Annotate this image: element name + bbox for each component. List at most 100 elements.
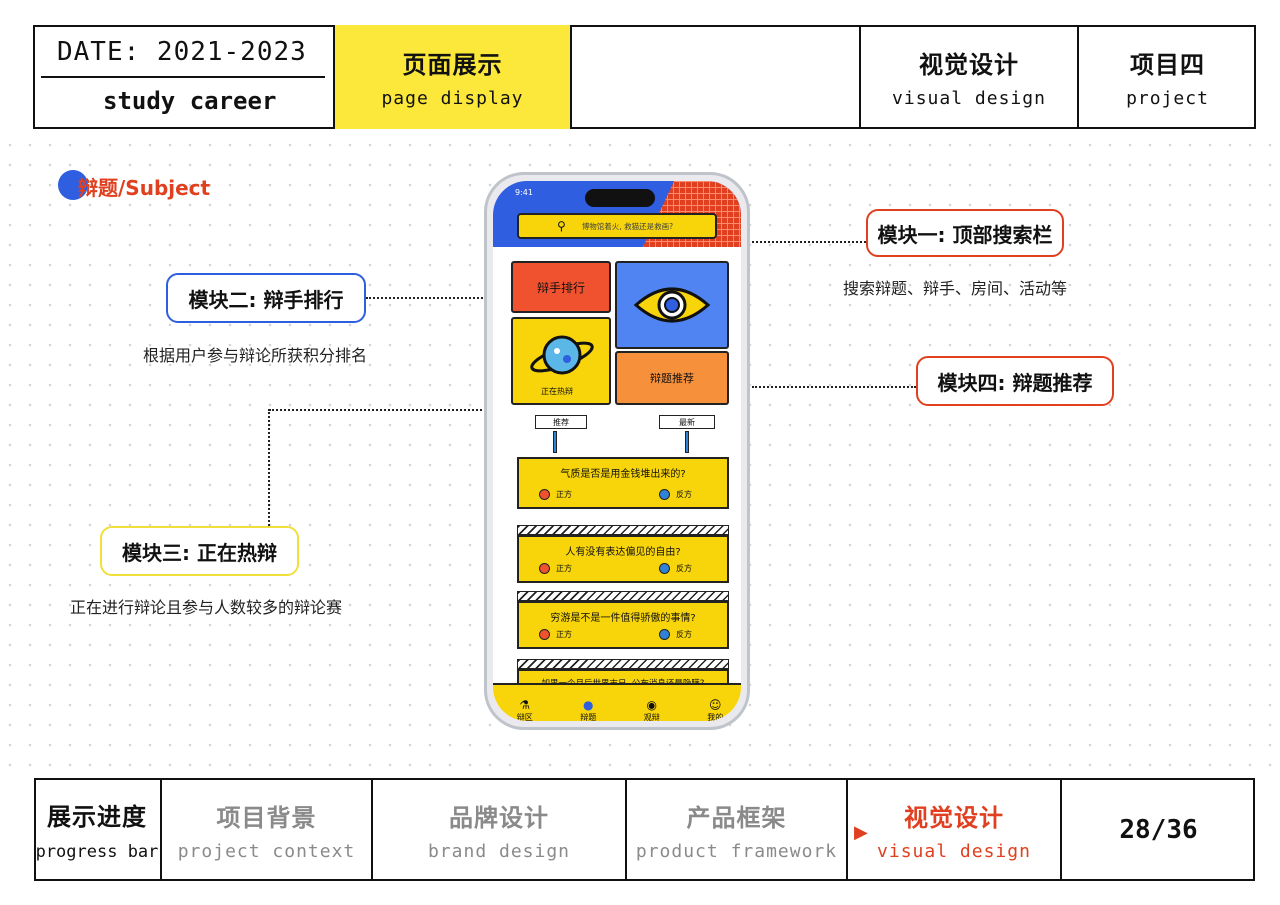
- footer-progress-cell: 展示进度 progress bar: [34, 778, 162, 881]
- nav-label: 辩区: [516, 713, 533, 721]
- step-en: visual design: [877, 840, 1031, 862]
- question-con: 反方: [659, 489, 692, 500]
- nav-label: 我的: [707, 713, 724, 721]
- header-study: study career: [103, 87, 277, 115]
- nav-item-watch[interactable]: ◉观辩: [644, 698, 660, 721]
- phone-mockup: 9:41 ⚲ 博物馆着火, 救猫还是救画? 辩手排行 正在热辩: [484, 172, 750, 730]
- header-empty-cell: [572, 25, 861, 129]
- question-title: 穷游是不是一件值得骄傲的事情?: [550, 613, 696, 624]
- step-en: product framework: [635, 840, 838, 862]
- step-cn: 产品框架: [686, 803, 787, 832]
- phone-search-bar[interactable]: ⚲ 博物馆着火, 救猫还是救画?: [517, 213, 717, 239]
- question-divider: [517, 525, 729, 535]
- header-visual-cn: 视觉设计: [919, 51, 1019, 79]
- nav-label: 观辩: [643, 713, 660, 721]
- connector-module2: [366, 297, 486, 299]
- sign-recommend[interactable]: 推荐: [535, 415, 587, 429]
- section-title-dot: [58, 170, 88, 200]
- pro-dot-icon: [539, 489, 550, 500]
- phone-bottom-nav: ⚗辩区 ●辩题 ◉观辩 ☺我的: [493, 683, 741, 721]
- footer-bar: [34, 778, 1255, 881]
- tile-rank[interactable]: 辩手排行: [511, 261, 611, 313]
- con-label: 反方: [676, 564, 692, 573]
- callout-module1: 模块一: 顶部搜索栏: [866, 209, 1064, 257]
- con-dot-icon: [659, 563, 670, 574]
- phone-time: 9:41: [515, 188, 533, 197]
- header-bar: [33, 25, 1256, 129]
- callout-module1-desc: 搜索辩题、辩手、房间、活动等: [843, 279, 1068, 298]
- connector-module1: [752, 241, 866, 243]
- header-date: DATE: 2021-2023: [57, 37, 307, 67]
- eye-icon: [633, 287, 711, 323]
- sign-latest-pole: [685, 431, 689, 453]
- question-card[interactable]: 穷游是不是一件值得骄傲的事情? 正方 反方: [517, 601, 729, 649]
- callout-module4: 模块四: 辩题推荐: [916, 356, 1114, 406]
- question-title: 气质是否是用金钱堆出来的?: [560, 469, 686, 480]
- planet-icon: [530, 335, 594, 375]
- question-card[interactable]: 气质是否是用金钱堆出来的? 正方 反方: [517, 457, 729, 509]
- phone-screen: 9:41 ⚲ 博物馆着火, 救猫还是救画? 辩手排行 正在热辩: [493, 181, 741, 721]
- footer-progress-en: progress bar: [35, 842, 159, 862]
- pro-dot-icon: [539, 563, 550, 574]
- tile-eye[interactable]: [615, 261, 729, 349]
- tile-hot[interactable]: 正在热辩: [511, 317, 611, 405]
- pro-dot-icon: [539, 629, 550, 640]
- question-card[interactable]: 人有没有表达偏见的自由? 正方 反方: [517, 535, 729, 583]
- step-cn: 品牌设计: [449, 803, 549, 832]
- header-project-en: project: [1126, 88, 1209, 109]
- sign-latest-label: 最新: [679, 418, 695, 427]
- tile-recommend[interactable]: 辩题推荐: [615, 351, 729, 405]
- step-cn: 视觉设计: [904, 803, 1004, 832]
- footer-progress-cn: 展示进度: [47, 803, 147, 831]
- sign-latest[interactable]: 最新: [659, 415, 715, 429]
- header-page-en: page display: [381, 88, 524, 109]
- pro-label: 正方: [556, 630, 572, 639]
- con-label: 反方: [676, 490, 692, 499]
- page-number: 28/36: [1119, 814, 1198, 845]
- header-divider: [41, 76, 325, 78]
- handshake-icon: ⚗: [519, 698, 531, 712]
- question-con: 反方: [659, 563, 692, 574]
- step-cn: 项目背景: [216, 803, 317, 832]
- eye-nav-icon: ◉: [646, 698, 657, 712]
- tile-hot-label: 正在热辩: [541, 387, 573, 396]
- header-visual-en: visual design: [892, 88, 1046, 109]
- question-pro: 正方: [539, 629, 572, 640]
- sign-recommend-pole: [553, 431, 557, 453]
- planet-nav-icon: ●: [583, 698, 594, 712]
- question-con: 反方: [659, 629, 692, 640]
- footer-step-visual[interactable]: ▶ 视觉设计 visual design: [848, 778, 1062, 881]
- search-icon: ⚲: [557, 219, 566, 233]
- question-pro: 正方: [539, 489, 572, 500]
- footer-step-framework[interactable]: 产品框架 product framework: [627, 778, 848, 881]
- footer-step-context[interactable]: 项目背景 project context: [162, 778, 373, 881]
- nav-item-arena[interactable]: ⚗辩区: [517, 698, 533, 721]
- callout-module2: 模块二: 辩手排行: [166, 273, 366, 323]
- header-date-cell: DATE: 2021-2023 study career: [33, 25, 335, 129]
- footer-step-brand[interactable]: 品牌设计 brand design: [373, 778, 627, 881]
- con-label: 反方: [676, 630, 692, 639]
- header-visual-cell: 视觉设计 visual design: [861, 25, 1079, 129]
- header-page-cn: 页面展示: [402, 51, 503, 79]
- callout-module2-desc: 根据用户参与辩论所获积分排名: [143, 346, 368, 365]
- step-en: brand design: [427, 840, 571, 862]
- pro-label: 正方: [556, 564, 572, 573]
- connector-module3-h: [269, 409, 486, 411]
- step-en: project context: [177, 840, 356, 862]
- tile-recommend-label: 辩题推荐: [650, 372, 694, 385]
- user-icon: ☺: [708, 698, 722, 712]
- nav-label: 辩题: [580, 713, 597, 721]
- question-divider: [517, 591, 729, 601]
- nav-item-topics[interactable]: ●辩题: [580, 698, 596, 721]
- connector-module4: [752, 386, 916, 388]
- question-title: 人有没有表达偏见的自由?: [565, 547, 681, 558]
- header-project-cn: 项目四: [1130, 51, 1205, 79]
- footer-page-number: 28/36: [1062, 778, 1255, 881]
- connector-module3-v: [268, 409, 270, 526]
- nav-item-mine[interactable]: ☺我的: [707, 698, 723, 721]
- callout-module3-desc: 正在进行辩论且参与人数较多的辩论赛: [70, 598, 343, 617]
- section-title: 辩题/Subject: [78, 176, 211, 200]
- con-dot-icon: [659, 489, 670, 500]
- sign-recommend-label: 推荐: [553, 418, 569, 427]
- callout-module3: 模块三: 正在热辩: [100, 526, 299, 576]
